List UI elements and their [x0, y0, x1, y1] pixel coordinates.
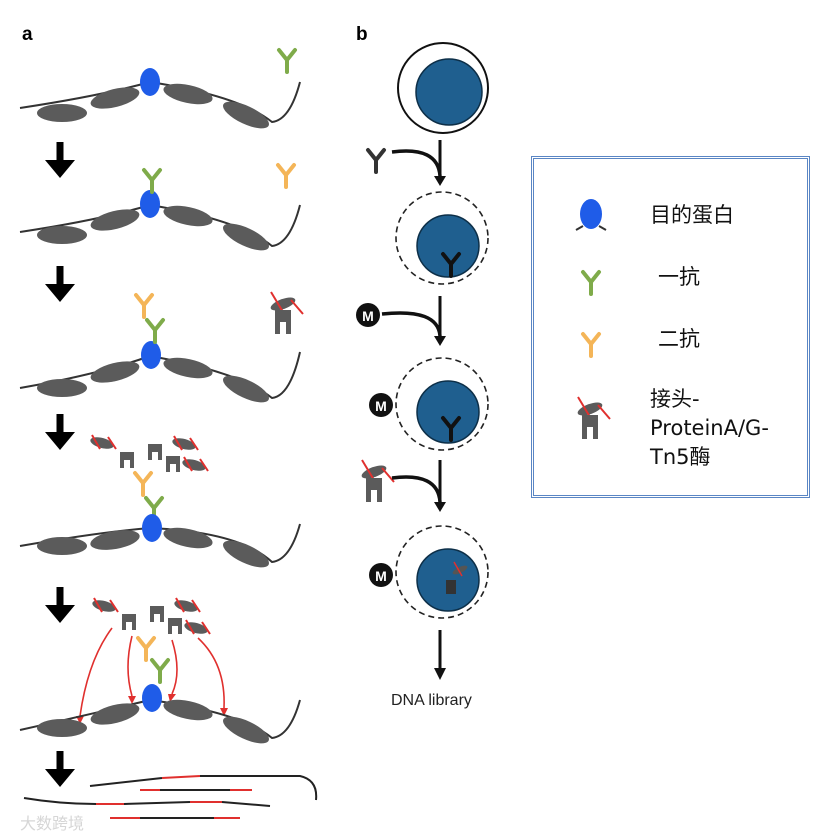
legend-box [531, 156, 810, 498]
panel-label-a: a [22, 24, 33, 45]
panel-a-step-3 [19, 291, 304, 403]
nucleosome [90, 87, 140, 109]
secondary-antibody-icon [134, 293, 154, 319]
legend-label-adapter: 接头- ProteinA/G- Tn5酶 [650, 385, 769, 472]
secondary-antibody-icon [136, 636, 156, 662]
watermark: 大数跨境 [20, 814, 85, 833]
target-protein [140, 190, 160, 218]
nucleosome [37, 226, 87, 244]
panel-a-step-2 [19, 163, 301, 251]
legend-label-secondary-antibody: 二抗 [658, 327, 700, 351]
permeabilized-cell [395, 357, 489, 451]
primary-antibody-icon [366, 148, 386, 174]
permeabilized-cell [395, 191, 489, 285]
cell-nucleus [415, 58, 483, 126]
cell-nucleus [416, 214, 480, 278]
legend-adapter-line-3: Tn5酶 [650, 445, 711, 469]
adapter-pair-icon [170, 435, 199, 453]
step-arrow-5 [45, 751, 75, 787]
primary-antibody-icon [145, 318, 165, 344]
panel-a-step-1 [19, 48, 301, 129]
dna-library-label: DNA library [391, 692, 472, 709]
bead-m-icon [369, 393, 393, 417]
target-protein-icon [580, 199, 602, 229]
primary-antibody-icon [150, 658, 170, 684]
nucleosome [223, 540, 269, 568]
legend-label-target-protein: 目的蛋白 [650, 203, 734, 227]
nucleosome [223, 101, 269, 129]
panel-a-step-5 [19, 597, 301, 744]
nucleosome [37, 719, 87, 737]
panel-a-step-4 [19, 434, 301, 568]
target-protein [142, 514, 162, 542]
adapter-pair-icon [180, 456, 209, 474]
permeabilized-cell [395, 525, 489, 619]
nucleosome [37, 104, 87, 122]
secondary-antibody-icon [133, 471, 153, 497]
nucleosome [163, 527, 213, 549]
nucleosome [163, 83, 213, 105]
nucleosome [223, 716, 269, 744]
nucleosome [37, 537, 87, 555]
adapter-tn5-icon [268, 291, 304, 335]
step-arrow-3 [45, 414, 75, 450]
nucleosome [90, 209, 140, 231]
adapter-pair-icon [172, 597, 201, 615]
nucleosome [90, 703, 140, 725]
adapter-pair-icon [182, 619, 211, 637]
adapter-pair-icon [90, 597, 119, 615]
cut-arrows [79, 627, 225, 717]
cell-nucleus [416, 380, 480, 444]
legend-adapter-line-1: 接头- [650, 387, 700, 411]
adapter-tn5-icon [359, 459, 395, 503]
nucleosome [90, 361, 140, 383]
step-arrow-1 [45, 142, 75, 178]
adapter-pair-icon [88, 434, 117, 452]
nucleosome [223, 375, 269, 403]
nucleosome [223, 223, 269, 251]
bead-m-label: M [362, 308, 374, 324]
target-protein [140, 68, 160, 96]
bead-m-icon [356, 303, 380, 327]
primary-antibody-icon [142, 168, 162, 194]
nucleosome [163, 699, 213, 721]
legend-adapter-line-2: ProteinA/G- [650, 416, 769, 440]
bead-m-label: M [375, 568, 387, 584]
step-arrow-2 [45, 266, 75, 302]
nucleosome [90, 530, 140, 550]
nucleosome [37, 379, 87, 397]
secondary-antibody-icon [276, 163, 296, 189]
bead-m-label: M [375, 398, 387, 414]
legend-label-primary-antibody: 一抗 [658, 265, 700, 289]
primary-antibody-icon [277, 48, 297, 74]
target-protein [141, 341, 161, 369]
step-arrow-4 [45, 587, 75, 623]
legend-icons [575, 199, 611, 440]
nucleosome [163, 205, 213, 227]
dna-fragments [23, 775, 318, 819]
panel-b-flow: M M M [356, 42, 489, 680]
bead-m-icon [369, 563, 393, 587]
nucleosome [163, 357, 213, 379]
panel-label-b: b [356, 24, 368, 45]
cell-membrane [397, 42, 489, 134]
target-protein [142, 684, 162, 712]
